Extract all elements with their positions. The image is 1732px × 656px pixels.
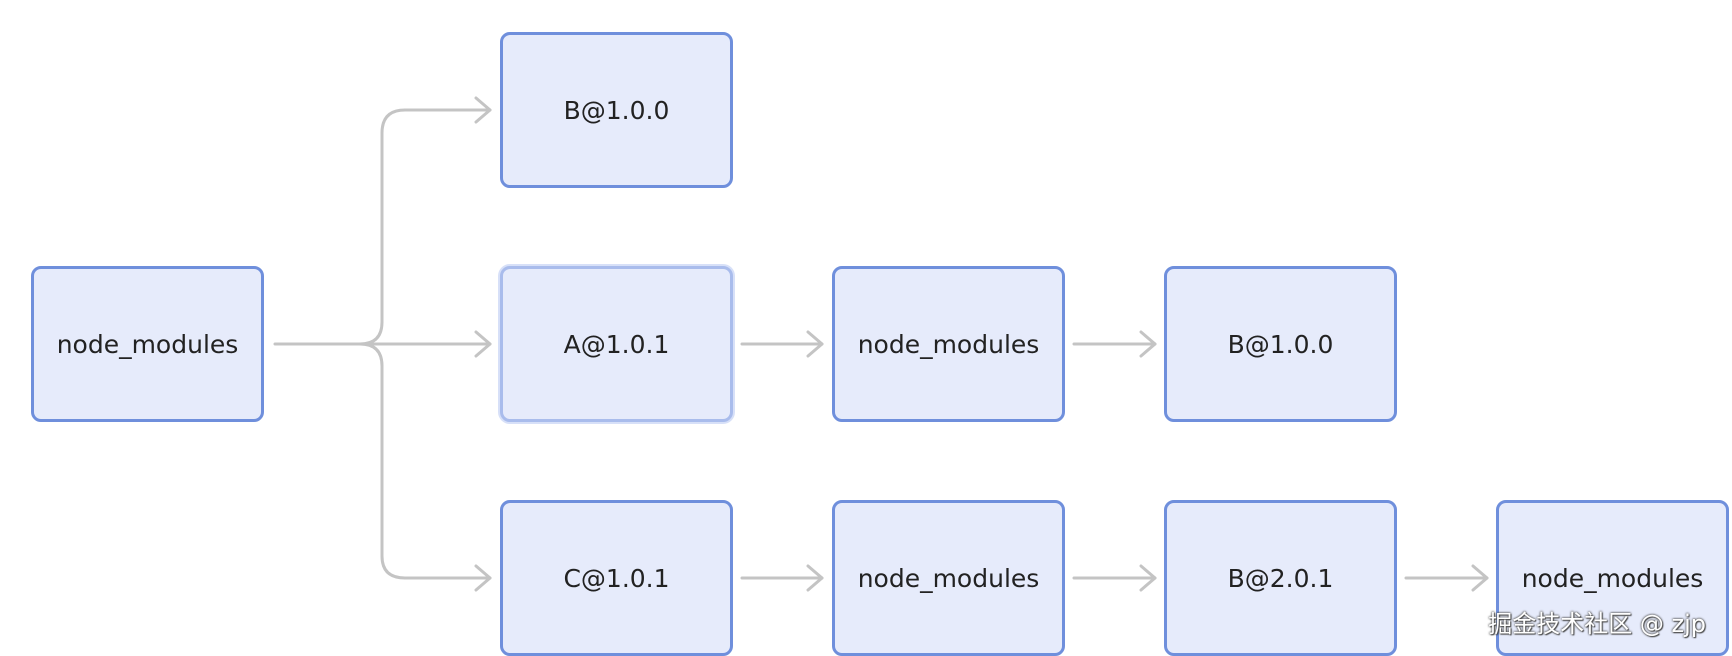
- arrowhead-a-nm: [806, 330, 824, 358]
- node-a-1-0-1: A@1.0.1: [500, 266, 733, 422]
- arrowhead-c101: [474, 564, 492, 592]
- node-b-2-0-1: B@2.0.1: [1164, 500, 1397, 656]
- node-root-node-modules: node_modules: [31, 266, 264, 422]
- arrowhead-b100-top: [474, 96, 492, 124]
- arrowhead-b-nm: [1471, 564, 1489, 592]
- node-b-1-0-0-nested: B@1.0.0: [1164, 266, 1397, 422]
- arrowhead-a101: [474, 330, 492, 358]
- arrowhead-b100-nested: [1139, 330, 1157, 358]
- node-b-node-modules: node_modules: [1496, 500, 1729, 656]
- node-c-1-0-1: C@1.0.1: [500, 500, 733, 656]
- node-a-node-modules: node_modules: [832, 266, 1065, 422]
- arrowhead-b201: [1139, 564, 1157, 592]
- edge-root-to-c101: [358, 342, 492, 580]
- edge-root-to-b100-top: [358, 108, 492, 346]
- watermark-text: 掘金技术社区 @ zjp: [1488, 610, 1706, 638]
- arrowhead-c-nm: [806, 564, 824, 592]
- node-b-1-0-0-top: B@1.0.0: [500, 32, 733, 188]
- node-c-node-modules: node_modules: [832, 500, 1065, 656]
